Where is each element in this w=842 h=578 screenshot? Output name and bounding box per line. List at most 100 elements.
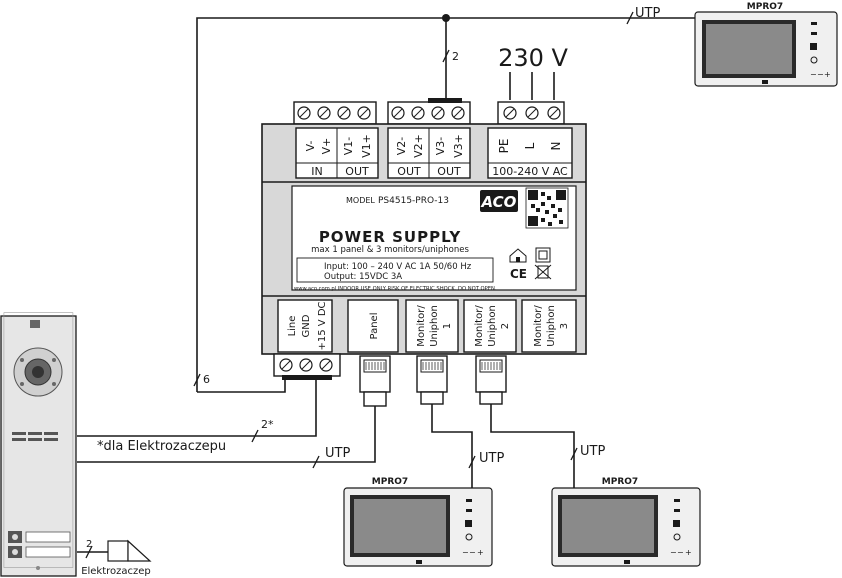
pin-v-minus: V- (304, 141, 317, 152)
label-monitor1-utp: UTP (479, 451, 504, 466)
lock-latch-icon (127, 539, 152, 562)
spec-output: Output: 15VDC 3A (324, 272, 402, 282)
monitor-br-label: MPRO7 (602, 477, 638, 487)
svg-text:−: − (469, 548, 476, 557)
rj45-connector-monitor2 (475, 355, 507, 405)
group-in: IN (311, 165, 322, 178)
port-monitor2-l3: 2 (500, 323, 511, 329)
port-monitor2-l1: Monitor/ (474, 305, 485, 347)
monitor-bottom-left: MPRO7 − − + (343, 477, 493, 567)
wire-left-bus (196, 17, 695, 392)
spec-box (296, 257, 494, 283)
svg-text:−: − (817, 70, 824, 79)
monitor-top-label: MPRO7 (747, 2, 783, 12)
svg-text:+: + (477, 548, 484, 557)
label-top-utp: UTP (635, 6, 660, 21)
svg-text:−: − (670, 548, 677, 557)
wire-panel-utp (77, 406, 376, 463)
port-label-power (277, 299, 333, 353)
pin-v2-plus: V2+ (412, 134, 425, 158)
double-insulation-icon (535, 247, 551, 263)
weee-bin-icon (534, 264, 552, 280)
wire-monitor2-utp (490, 404, 575, 488)
pin-v2-minus: V2- (395, 137, 408, 156)
wires: UTP 2 6 2* *dla Elektrozaczepu UTP UTP U… (77, 6, 695, 559)
svg-text:−: − (677, 548, 684, 557)
handset-icon (811, 22, 817, 25)
svg-text:−: − (810, 70, 817, 79)
monitor-top: MPRO7 − − + (694, 2, 838, 87)
door-entry-panel (0, 312, 77, 577)
port-label-monitor3 (521, 299, 577, 353)
pin-v3-minus: V3- (434, 137, 447, 156)
monitor-bottom-right: MPRO7 − − + (551, 477, 701, 567)
screw-terminal (297, 106, 371, 120)
port-monitor1-l2: Uniphon (429, 305, 440, 347)
svg-text:+: + (824, 70, 831, 79)
spec-input: Input: 100 – 240 V AC 1A 50/60 Hz (324, 262, 472, 272)
svg-text:ACO: ACO (481, 193, 517, 211)
pin-l: L (523, 142, 537, 149)
label-lock-small-count: 2 (86, 539, 92, 550)
terminal-label-ac (487, 127, 573, 179)
model-label: MODEL (346, 196, 375, 205)
rj45-connector-monitor1 (416, 355, 448, 405)
lock-body (107, 540, 129, 562)
top-terminals (293, 98, 565, 125)
nameplate-1 (25, 531, 71, 543)
label-monitor2-utp: UTP (580, 444, 605, 459)
port-monitor2-l2: Uniphon (487, 305, 498, 347)
brand-logo: ACO (480, 190, 518, 212)
label-lock-count: 2* (261, 418, 274, 431)
group-out1: OUT (345, 165, 369, 178)
group-out3: OUT (437, 165, 461, 178)
wire-left-to-power (197, 378, 286, 393)
port-label-monitor2 (463, 299, 517, 353)
svg-text:+: + (685, 548, 692, 557)
wire-lock (77, 378, 317, 437)
port-monitor3-l2: Uniphon (546, 305, 557, 347)
port-line: Line (287, 316, 298, 337)
label-panel-utp: UTP (325, 446, 350, 461)
rj45-connector-panel (359, 355, 391, 407)
wire-mains (509, 72, 555, 100)
pin-v1-minus: V1- (342, 137, 355, 156)
port-gnd: GND (301, 314, 312, 337)
bottom-screw-terminal (273, 353, 341, 380)
power-icon (810, 56, 818, 64)
label-top-count: 2 (452, 50, 459, 63)
mains-voltage: 230 V (498, 44, 568, 72)
power-supply: V- V+ V1- V1+ IN OUT V2- V2+ V3- V3+ OUT… (261, 123, 587, 355)
group-out2: OUT (397, 165, 421, 178)
pin-pe: PE (497, 139, 511, 154)
svg-text:−: − (462, 548, 469, 557)
label-left-count: 6 (203, 373, 210, 386)
psu-subtitle: max 1 panel & 3 monitors/uniphones (311, 245, 469, 255)
speaker-grille-icon (30, 320, 40, 328)
monitor-bl-label: MPRO7 (372, 477, 408, 487)
pin-v3-plus: V3+ (452, 134, 465, 158)
group-ac: 100-240 V AC (492, 165, 568, 178)
psu-title: POWER SUPPLY (319, 228, 462, 246)
port-panel: Panel (369, 313, 380, 340)
nameplate-2 (25, 546, 71, 558)
lock-label: Elektrozaczep (81, 566, 151, 577)
port-label-monitor1 (405, 299, 459, 353)
label-lock-note: *dla Elektrozaczepu (97, 439, 226, 454)
key-icon (811, 32, 817, 35)
port-15v: +15 V DC (317, 301, 328, 350)
pin-v1-plus: V1+ (360, 134, 373, 158)
qr-code-icon (525, 187, 569, 229)
pin-v-plus: V+ (320, 138, 333, 155)
port-monitor1-l1: Monitor/ (416, 305, 427, 347)
model-value: PS4515-PRO-13 (378, 196, 449, 206)
port-monitor3-l3: 3 (559, 323, 570, 329)
menu-button-icon (810, 43, 817, 50)
port-monitor1-l3: 1 (442, 323, 453, 329)
label-footer: www.aco.com.pl INDOOR USE ONLY RISK OF E… (294, 286, 497, 292)
port-label-panel (347, 299, 399, 353)
indoor-house-icon (509, 248, 527, 263)
pin-n: N (549, 142, 563, 151)
port-monitor3-l1: Monitor/ (533, 305, 544, 347)
